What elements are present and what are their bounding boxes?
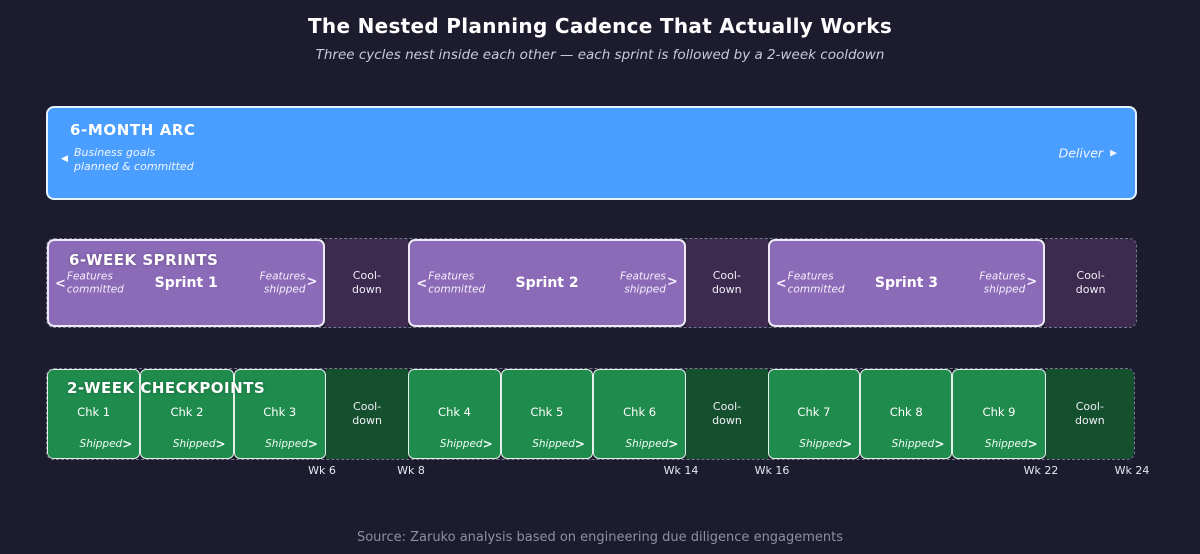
checkpoint-block-3: Chk 3 Shipped> bbox=[233, 369, 326, 459]
features-shipped-note: Features shipped > bbox=[259, 270, 318, 295]
features-committed-note: < Features committed bbox=[416, 270, 486, 295]
sprint-block-1: 6-WEEK SPRINTS < Features committed Spri… bbox=[47, 239, 326, 327]
shipped-note: Shipped> bbox=[439, 437, 493, 451]
checkpoint-block-4: Chk 4 Shipped> bbox=[408, 369, 501, 459]
cooldown-block: Cool-down bbox=[685, 239, 768, 327]
deliver-text: Deliver bbox=[1058, 145, 1104, 161]
chevron-right-icon: > bbox=[1027, 437, 1038, 451]
shipped-note: Shipped> bbox=[799, 437, 853, 451]
chevron-left-icon: < bbox=[416, 276, 428, 291]
page-title: The Nested Planning Cadence That Actuall… bbox=[307, 14, 893, 38]
features-committed-note: < Features committed bbox=[775, 270, 845, 295]
chevron-right-icon: > bbox=[666, 274, 678, 290]
checkpoint-block-1: Chk 1 Shipped> bbox=[47, 369, 141, 459]
chevron-right-icon: > bbox=[934, 437, 945, 451]
timeline-week-labels: Wk 6 Wk 8 Wk 14 Wk 16 Wk 22 Wk 24 bbox=[0, 464, 1200, 480]
source-note: Source: Zaruko analysis based on enginee… bbox=[356, 530, 844, 545]
features-shipped-note: Features shipped > bbox=[619, 270, 678, 295]
chevron-left-icon: < bbox=[55, 276, 66, 291]
arc-left-note: Business goals planned & committed bbox=[74, 146, 194, 173]
shipped-note: Shipped> bbox=[172, 437, 226, 451]
sprint-block-3: < Features committed Sprint 3 Features s… bbox=[767, 239, 1046, 327]
arrow-right-icon: ▶ bbox=[1110, 148, 1117, 158]
cooldown-block: Cool-down bbox=[1045, 369, 1134, 459]
page-subtitle: Three cycles nest inside each other — ea… bbox=[315, 47, 885, 63]
arrow-left-icon: ◀ bbox=[61, 154, 68, 164]
checkpoint-block-8: Chk 8 Shipped> bbox=[860, 369, 953, 459]
week-label: Wk 22 bbox=[1023, 464, 1059, 477]
sprint-row-title: 6-WEEK SPRINTS bbox=[69, 251, 219, 269]
chevron-right-icon: > bbox=[842, 437, 853, 451]
chevron-left-icon: < bbox=[775, 276, 787, 291]
chevron-right-icon: > bbox=[1026, 274, 1038, 290]
cooldown-block: Cool-down bbox=[325, 369, 409, 459]
checkpoint-block-6: Chk 6 Shipped> bbox=[592, 369, 687, 459]
chevron-right-icon: > bbox=[122, 437, 133, 451]
arc-deliver-label: Deliver ▶ bbox=[1059, 146, 1117, 161]
cooldown-block: Cool-down bbox=[1045, 239, 1136, 327]
sprint-name: Sprint 2 bbox=[515, 275, 579, 291]
header: The Nested Planning Cadence That Actuall… bbox=[0, 14, 1200, 63]
chevron-right-icon: > bbox=[482, 437, 493, 451]
week-label: Wk 24 bbox=[1114, 464, 1150, 477]
features-committed-note: < Features committed bbox=[55, 270, 124, 295]
chevron-right-icon: > bbox=[668, 437, 679, 451]
chevron-right-icon: > bbox=[215, 437, 226, 451]
chevron-right-icon: > bbox=[574, 437, 585, 451]
sprint-block-2: < Features committed Sprint 2 Features s… bbox=[408, 239, 686, 327]
chevron-right-icon: > bbox=[306, 274, 318, 290]
arc-title: 6-MONTH ARC bbox=[70, 121, 196, 139]
cooldown-block: Cool-down bbox=[325, 239, 409, 327]
shipped-note: Shipped> bbox=[891, 437, 945, 451]
features-shipped-note: Features shipped > bbox=[979, 270, 1038, 295]
shipped-note: Shipped> bbox=[532, 437, 585, 451]
shipped-note: Shipped> bbox=[265, 437, 318, 451]
cooldown-block: Cool-down bbox=[686, 369, 768, 459]
week-label: Wk 14 bbox=[663, 464, 699, 477]
six-month-arc-bar: ◀ 6-MONTH ARC Business goals planned & c… bbox=[46, 106, 1137, 200]
sprint-row: 6-WEEK SPRINTS < Features committed Spri… bbox=[46, 238, 1137, 328]
checkpoint-block-7: Chk 7 Shipped> bbox=[767, 369, 861, 459]
shipped-note: Shipped> bbox=[625, 437, 679, 451]
sprint-name: Sprint 3 bbox=[874, 275, 939, 291]
shipped-note: Shipped> bbox=[984, 437, 1038, 451]
week-label: Wk 8 bbox=[397, 464, 425, 477]
checkpoint-row-title: 2-WEEK CHECKPOINTS bbox=[67, 379, 266, 397]
chevron-right-icon: > bbox=[307, 437, 318, 451]
checkpoint-block-5: Chk 5 Shipped> bbox=[500, 369, 593, 459]
sprint-name: Sprint 1 bbox=[154, 275, 218, 291]
checkpoint-row: 2-WEEK CHECKPOINTS Chk 1 Shipped> Chk 2 … bbox=[46, 368, 1135, 460]
shipped-note: Shipped> bbox=[79, 437, 133, 451]
week-label: Wk 16 bbox=[754, 464, 790, 477]
week-label: Wk 6 bbox=[308, 464, 336, 477]
checkpoint-block-9: Chk 9 Shipped> bbox=[952, 369, 1046, 459]
checkpoint-block-2: Chk 2 Shipped> bbox=[140, 369, 234, 459]
